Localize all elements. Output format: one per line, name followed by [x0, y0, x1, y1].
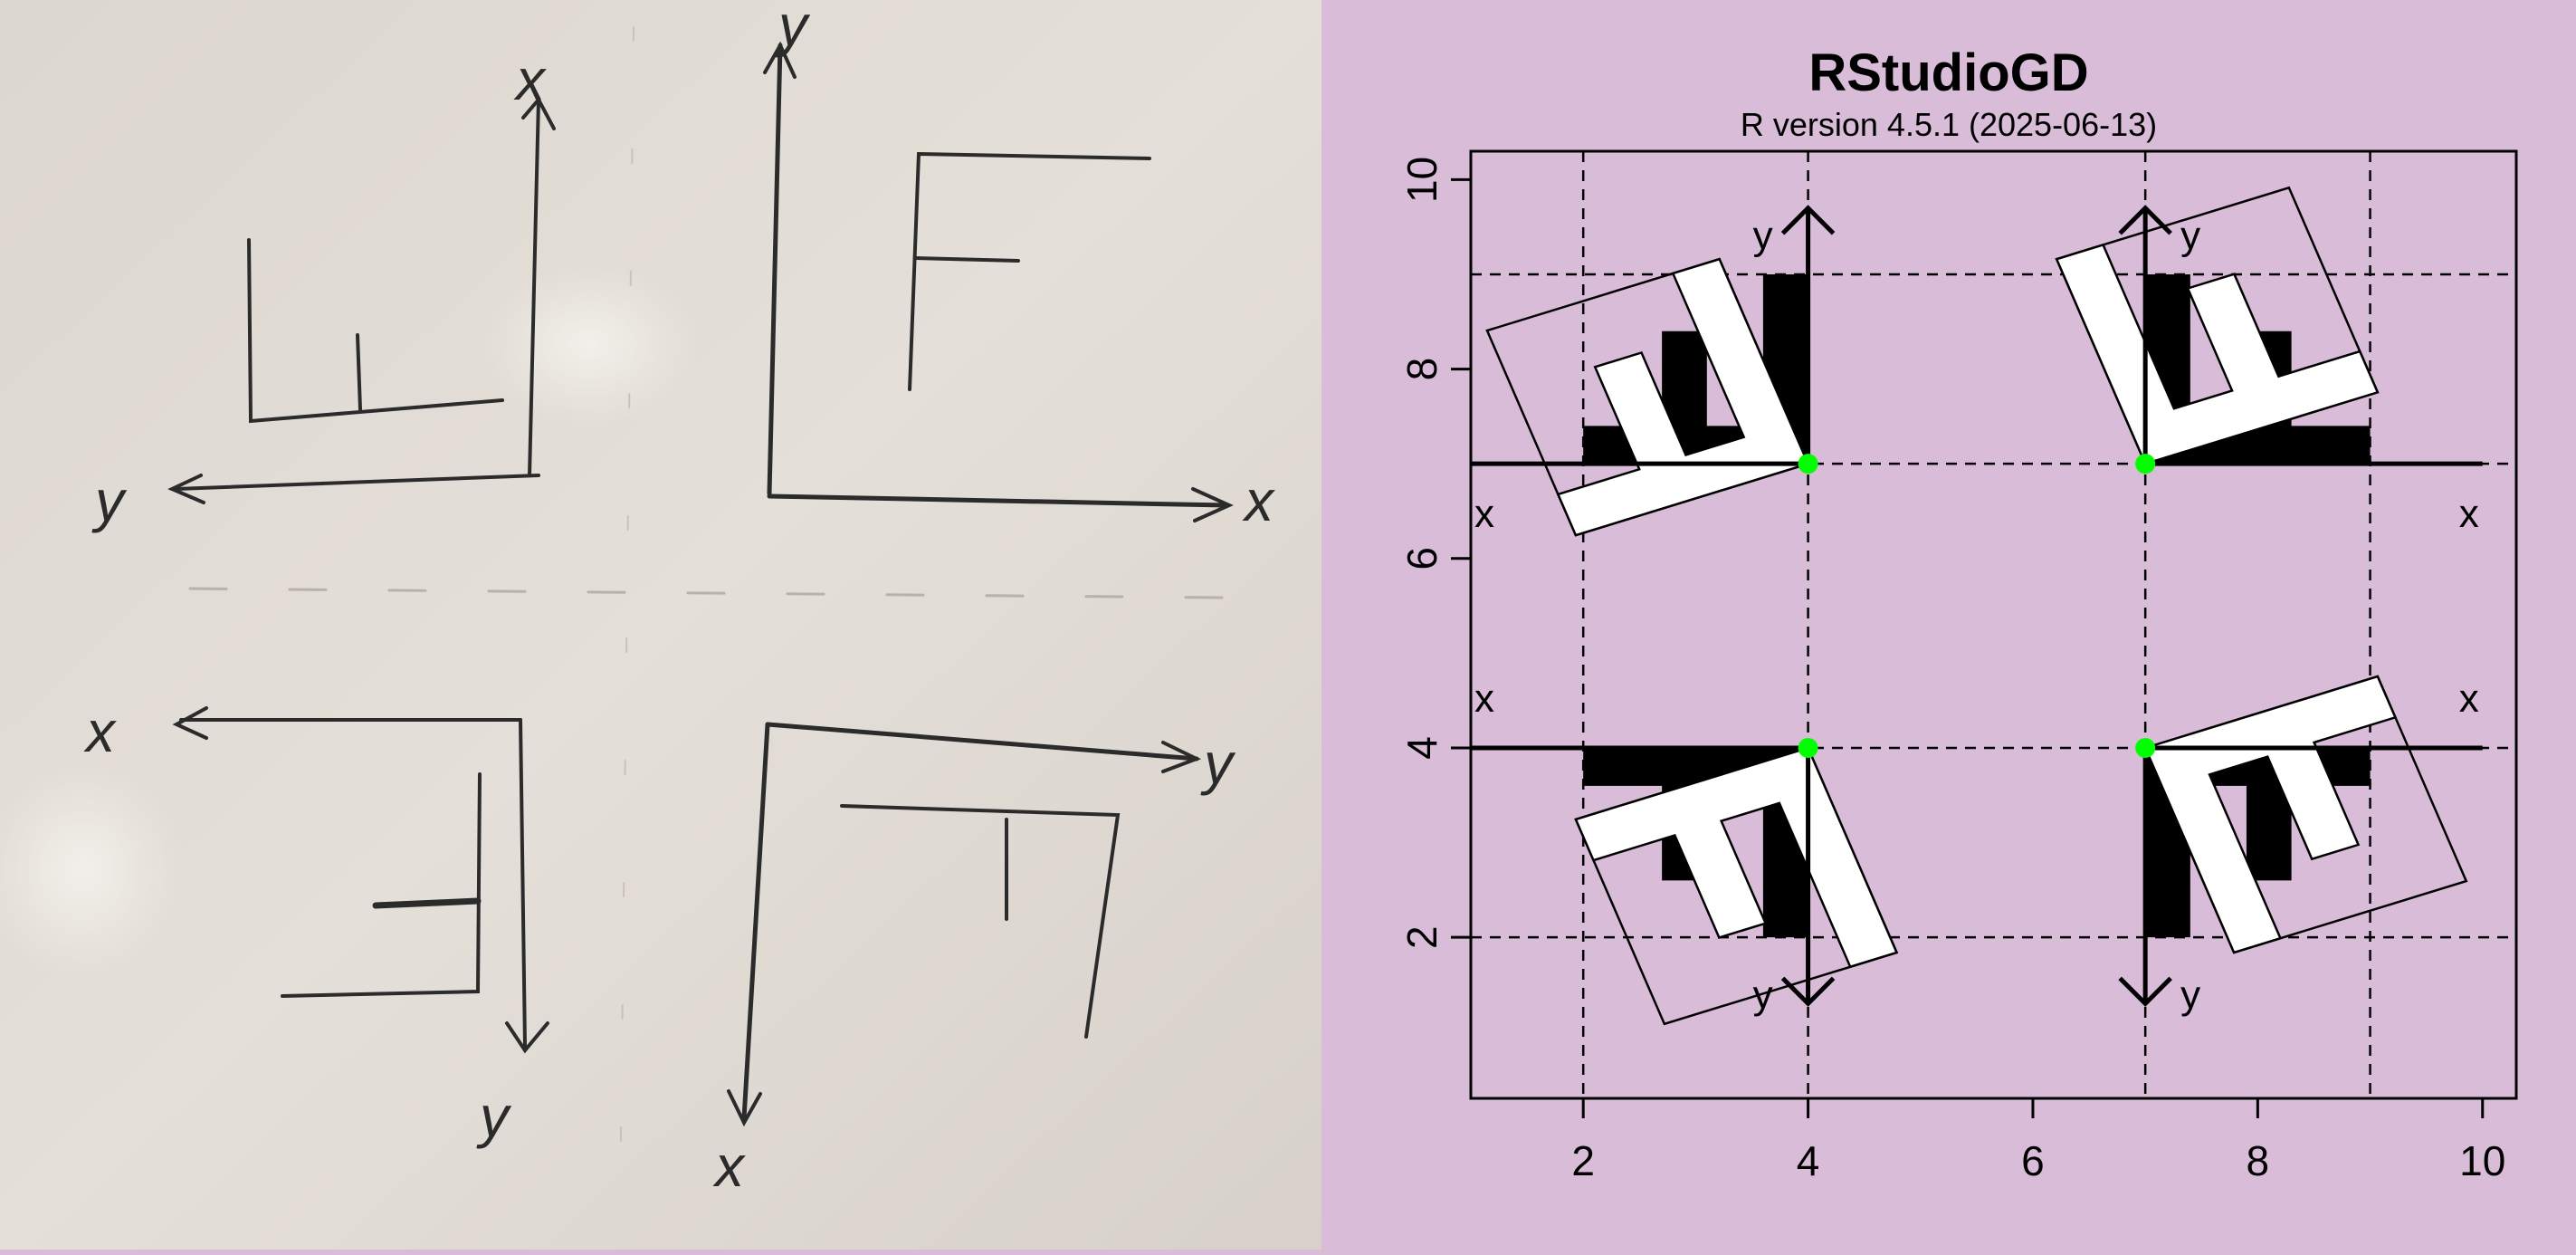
frame-x-label: x [2459, 492, 2479, 536]
q4-x-axis [741, 722, 770, 1121]
x-tick-label: 10 [2459, 1137, 2505, 1184]
q2-letter-bar [914, 256, 1020, 263]
q1-x-label: x [513, 47, 547, 112]
q2-letter [908, 151, 1151, 391]
origin-points [1798, 454, 2156, 758]
frame-x-label: x [1474, 492, 1494, 536]
letter-shape-original [1583, 273, 1808, 465]
x-tick-label: 8 [2247, 1137, 2270, 1184]
letter-shape-rotated [1556, 257, 1810, 537]
q3-x-label: x [83, 699, 117, 764]
origin-point [2135, 737, 2156, 758]
q4-y-arrow [1161, 741, 1202, 773]
q3-y-arrow [505, 1021, 549, 1054]
coordinate-frame: xy [2118, 676, 2483, 1017]
q4-letter [840, 804, 1121, 1039]
plot-title: RStudioGD [1808, 43, 2088, 102]
q1-y-axis [175, 474, 540, 491]
frame-y-arrow [1780, 205, 1836, 235]
x-tick-label: 6 [2021, 1137, 2045, 1184]
y-tick-label: 8 [1398, 358, 1445, 381]
q2-y-axis [767, 43, 783, 496]
origin-point [2135, 454, 2156, 474]
y-tick-label: 4 [1398, 736, 1445, 760]
frame-y-label: y [2180, 214, 2200, 258]
r-plot: RStudioGD R version 4.5.1 (2025-06-13) x… [1321, 0, 2576, 1255]
q2-x-label: x [1242, 468, 1275, 533]
q1-x-arrow [521, 96, 556, 130]
q1-y-arrow [167, 474, 205, 504]
plot-box [1469, 149, 2518, 1100]
letter-shapes [1485, 186, 2468, 1026]
q4-y-label: y [1200, 731, 1236, 796]
q2-y-label: y [775, 0, 811, 58]
y-tick-label: 6 [1398, 547, 1445, 570]
q4-y-axis [765, 722, 1199, 762]
letter-shape-original [2145, 747, 2371, 938]
frame-x-label: x [2459, 676, 2479, 721]
divider-horizontal [188, 587, 1224, 599]
q1-x-axis [528, 98, 540, 477]
q2-x-arrow [1191, 487, 1234, 522]
origin-point [1798, 737, 1818, 758]
q3-y-axis [519, 718, 527, 1048]
q3-y-label: y [476, 1084, 512, 1149]
frame-y-arrow [2118, 205, 2172, 235]
q1-letter-bar [356, 333, 362, 411]
q3-x-arrow [172, 706, 208, 740]
letter-shape-group [1485, 257, 1810, 537]
coordinate-frame: xy [2118, 205, 2483, 536]
letter-shape-group [2143, 675, 2468, 954]
letter-shape-rotated [1574, 746, 1899, 969]
frame-y-label: y [1753, 972, 1773, 1017]
divider-vertical [619, 26, 634, 1214]
q3-letter-bar [372, 897, 482, 909]
whiteboard-photo: x y x y x y x y [0, 0, 1321, 1250]
whiteboard-surface [0, 0, 1321, 1250]
y-axis: 2 4 6 8 10 [1398, 157, 1471, 949]
frame-y-label: y [1753, 214, 1773, 258]
y-tick-label: 10 [1398, 157, 1445, 203]
q2-y-arrow [763, 41, 797, 79]
origin-point [1798, 454, 1818, 474]
letter-shape-group [2055, 186, 2380, 465]
plot-subtitle: R version 4.5.1 (2025-06-13) [1741, 106, 2157, 143]
frame-y-label: y [2180, 972, 2200, 1017]
q1-y-label: y [91, 468, 128, 533]
light-glare [480, 263, 697, 426]
frame-y-arrow [1780, 976, 1836, 1007]
q4-x-arrow [727, 1089, 762, 1127]
frame-x-label: x [1474, 676, 1494, 721]
q3-letter [281, 772, 482, 998]
letter-shape-rotated [2143, 675, 2398, 954]
letter-shape-group [1574, 746, 1899, 1026]
q2-x-axis [767, 493, 1229, 508]
q4-x-label: x [712, 1134, 746, 1199]
light-glare [0, 761, 181, 978]
x-tick-label: 2 [1571, 1137, 1595, 1184]
y-tick-label: 2 [1398, 925, 1445, 949]
x-tick-label: 4 [1797, 1137, 1820, 1184]
plot-background [1321, 0, 2576, 1255]
x-axis: 2 4 6 8 10 [1571, 1098, 2505, 1184]
q1-letter [247, 238, 504, 424]
letter-shape-rotated [2055, 243, 2380, 465]
coordinate-frame: xy [1471, 676, 1836, 1017]
coordinate-frame: xy [1471, 205, 1836, 536]
frame-y-arrow [2118, 976, 2172, 1007]
